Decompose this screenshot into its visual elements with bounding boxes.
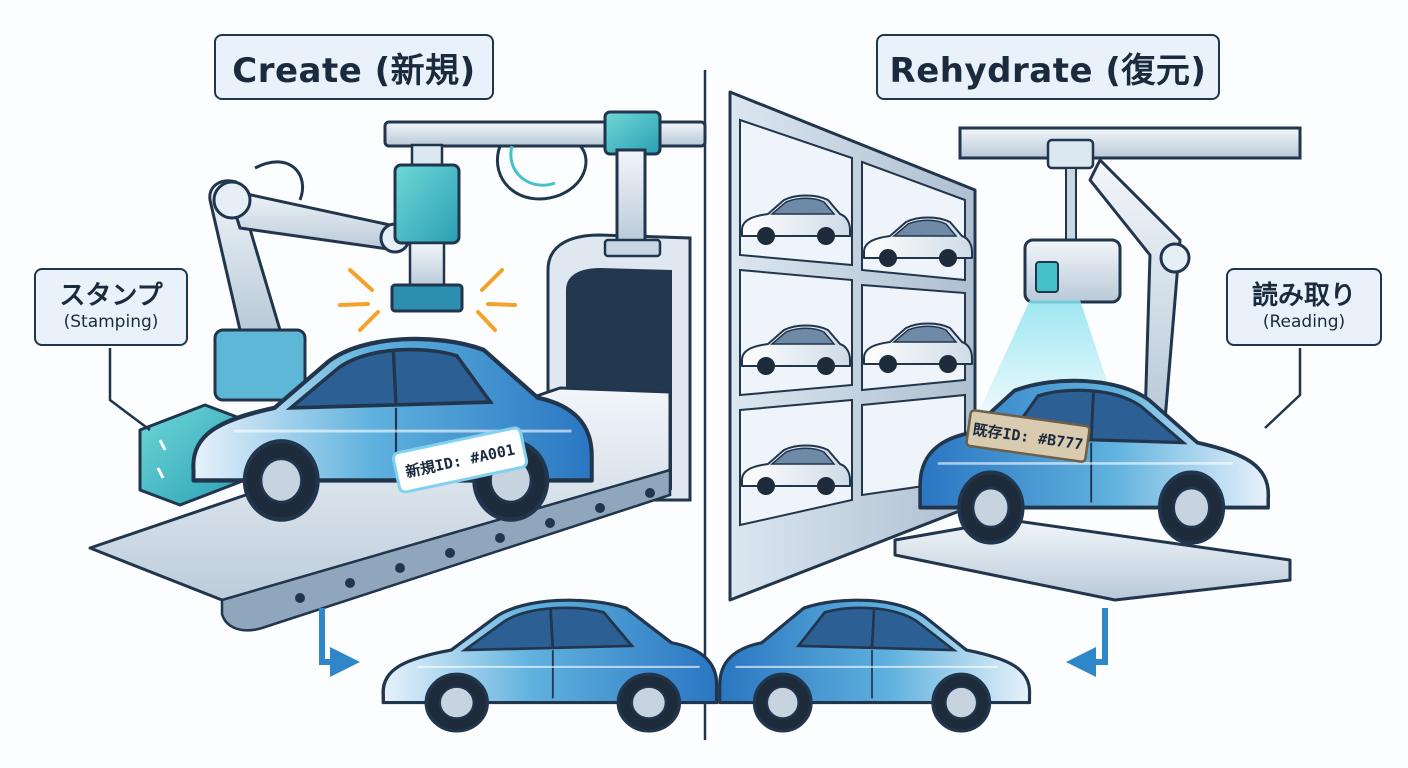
reading-label: 読み取り — [1251, 281, 1356, 311]
create-output-arrow — [319, 608, 360, 677]
reading-pointer — [1264, 348, 1302, 429]
stamping-sublabel: (Stamping) — [63, 312, 159, 332]
stamping-label: スタンプ — [59, 281, 163, 311]
inspection-platform — [893, 518, 1292, 602]
stamping-pointer — [108, 348, 151, 431]
stamping-callout: スタンプ (Stamping) — [34, 268, 188, 346]
stamping-press — [338, 110, 707, 332]
reading-callout: 読み取り (Reading) — [1226, 268, 1382, 346]
reading-sublabel: (Reading) — [1262, 312, 1346, 332]
result-car-right — [718, 598, 1032, 733]
rehydrate-title: Rehydrate (復元) — [876, 34, 1220, 100]
storage-shelves — [728, 90, 977, 602]
result-car-left — [381, 598, 719, 733]
robot-arm — [208, 160, 411, 402]
existing-id-tag: 既存ID: #B777 — [965, 409, 1091, 463]
rehydrate-output-arrow — [1066, 608, 1108, 677]
create-title: Create (新規) — [214, 34, 494, 100]
